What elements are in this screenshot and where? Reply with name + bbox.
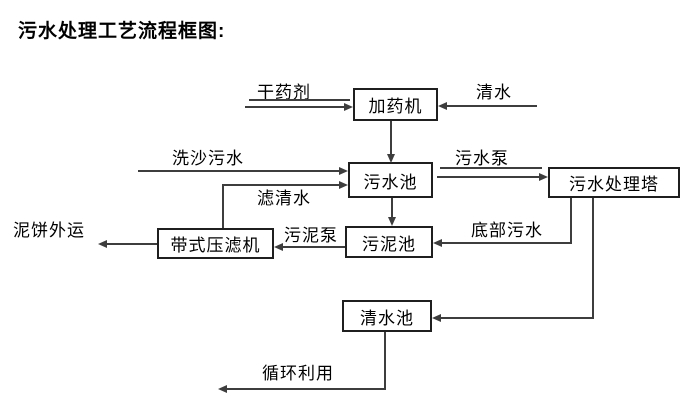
label-bottom-sewage: 底部污水 xyxy=(471,221,543,240)
edge-filtered-water-vline xyxy=(222,184,224,228)
label-sewage-pump: 污水泵 xyxy=(455,149,509,168)
page-title: 污水处理工艺流程框图: xyxy=(18,21,226,42)
edge-mud-cake-line xyxy=(107,243,157,245)
node-dosing-machine: 加药机 xyxy=(353,88,438,121)
edge-bottom-sewage-vline xyxy=(570,198,572,244)
arrowhead-tower-to-clean xyxy=(432,314,441,322)
arrowhead-filtered-water xyxy=(339,181,348,189)
label-recycle: 循环利用 xyxy=(262,364,334,383)
label-filtered-water: 滤清水 xyxy=(257,189,311,208)
label-dry-agent: 干药剂 xyxy=(257,83,311,102)
node-belt-filter-press: 带式压滤机 xyxy=(157,228,274,259)
edge-dosing-to-sewage-line xyxy=(390,121,392,155)
edge-bottom-sewage-hline xyxy=(442,242,572,244)
arrowhead-sand-washing xyxy=(339,167,348,175)
node-sewage-pool: 污水池 xyxy=(348,162,433,198)
arrowhead-sewage-to-sludge xyxy=(388,217,396,226)
arrowhead-mud-cake xyxy=(98,240,107,248)
arrowhead-recycle xyxy=(218,385,227,393)
node-treatment-tower: 污水处理塔 xyxy=(548,167,680,198)
label-mud-cake-out: 泥饼外运 xyxy=(13,221,85,240)
node-sludge-pool: 污泥池 xyxy=(345,226,433,258)
node-clean-water-pool: 清水池 xyxy=(342,300,432,332)
edge-recycle-hline xyxy=(227,388,386,390)
edge-sand-washing-line xyxy=(138,170,340,172)
arrowhead-dry-agent xyxy=(344,103,353,111)
edge-tower-to-clean-vline xyxy=(592,198,594,319)
edge-sewage-to-sludge-line xyxy=(391,198,393,218)
arrowhead-bottom-sewage xyxy=(433,239,442,247)
edge-sewage-pump-line xyxy=(437,176,540,178)
arrowhead-sewage-pump xyxy=(539,173,548,181)
edge-tower-to-clean-hline xyxy=(441,317,594,319)
edge-clean-water-line xyxy=(446,105,537,107)
arrowhead-sludge-pump xyxy=(274,243,283,251)
edge-dry-agent-line xyxy=(245,106,345,108)
underline-sewage-pump xyxy=(440,167,542,169)
arrowhead-dosing-to-sewage xyxy=(387,154,395,163)
label-clean-water: 清水 xyxy=(476,83,512,102)
label-sludge-pump: 污泥泵 xyxy=(284,226,338,245)
edge-recycle-vline xyxy=(384,332,386,390)
edge-filtered-water-hline xyxy=(222,184,340,186)
label-sand-washing-sewage: 洗沙污水 xyxy=(172,149,244,168)
edge-sludge-pump-line xyxy=(283,246,345,248)
arrowhead-clean-water xyxy=(438,102,447,110)
underline-dry-agent xyxy=(249,99,350,101)
